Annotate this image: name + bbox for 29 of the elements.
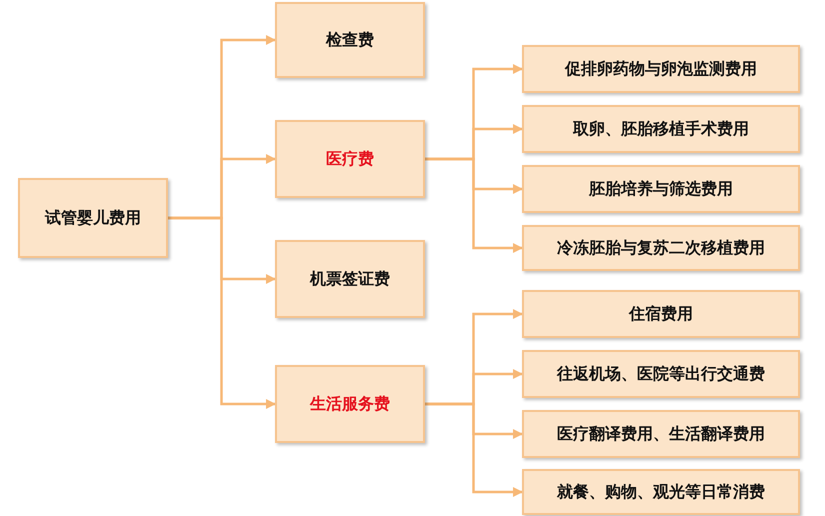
item-box	[522, 350, 800, 398]
root-box	[18, 178, 168, 258]
node-label: 医疗费	[326, 148, 374, 170]
node-label: 生活服务费	[310, 394, 390, 414]
category-box	[275, 240, 425, 318]
node-label: 冷冻胚胎与复苏二次移植费用	[557, 238, 765, 258]
node-label: 取卵、胚胎移植手术费用	[573, 118, 749, 140]
category-box	[275, 365, 425, 443]
category-box	[275, 2, 425, 78]
item-box	[522, 469, 800, 515]
node-label: 医疗翻译费用、生活翻译费用	[557, 424, 765, 444]
item-box	[522, 225, 800, 271]
item-box	[522, 165, 800, 213]
node-label: 就餐、购物、观光等日常消费	[557, 482, 765, 502]
connector-arrow	[425, 402, 523, 497]
node-label: 住宿费用	[629, 304, 693, 324]
node-label: 机票签证费	[310, 268, 390, 290]
node-label: 试管婴儿费用	[45, 208, 141, 228]
node-label: 促排卵药物与卵泡监测费用	[565, 58, 757, 80]
item-box	[522, 45, 800, 93]
connector-arrow	[425, 158, 523, 253]
node-label: 检查费	[326, 30, 374, 50]
category-box	[275, 120, 425, 198]
connector-arrow	[168, 216, 276, 409]
item-box	[522, 410, 800, 458]
item-box	[522, 290, 800, 338]
node-label: 往返机场、医院等出行交通费	[557, 364, 765, 384]
node-label: 胚胎培养与筛选费用	[589, 178, 733, 200]
item-box	[522, 105, 800, 153]
